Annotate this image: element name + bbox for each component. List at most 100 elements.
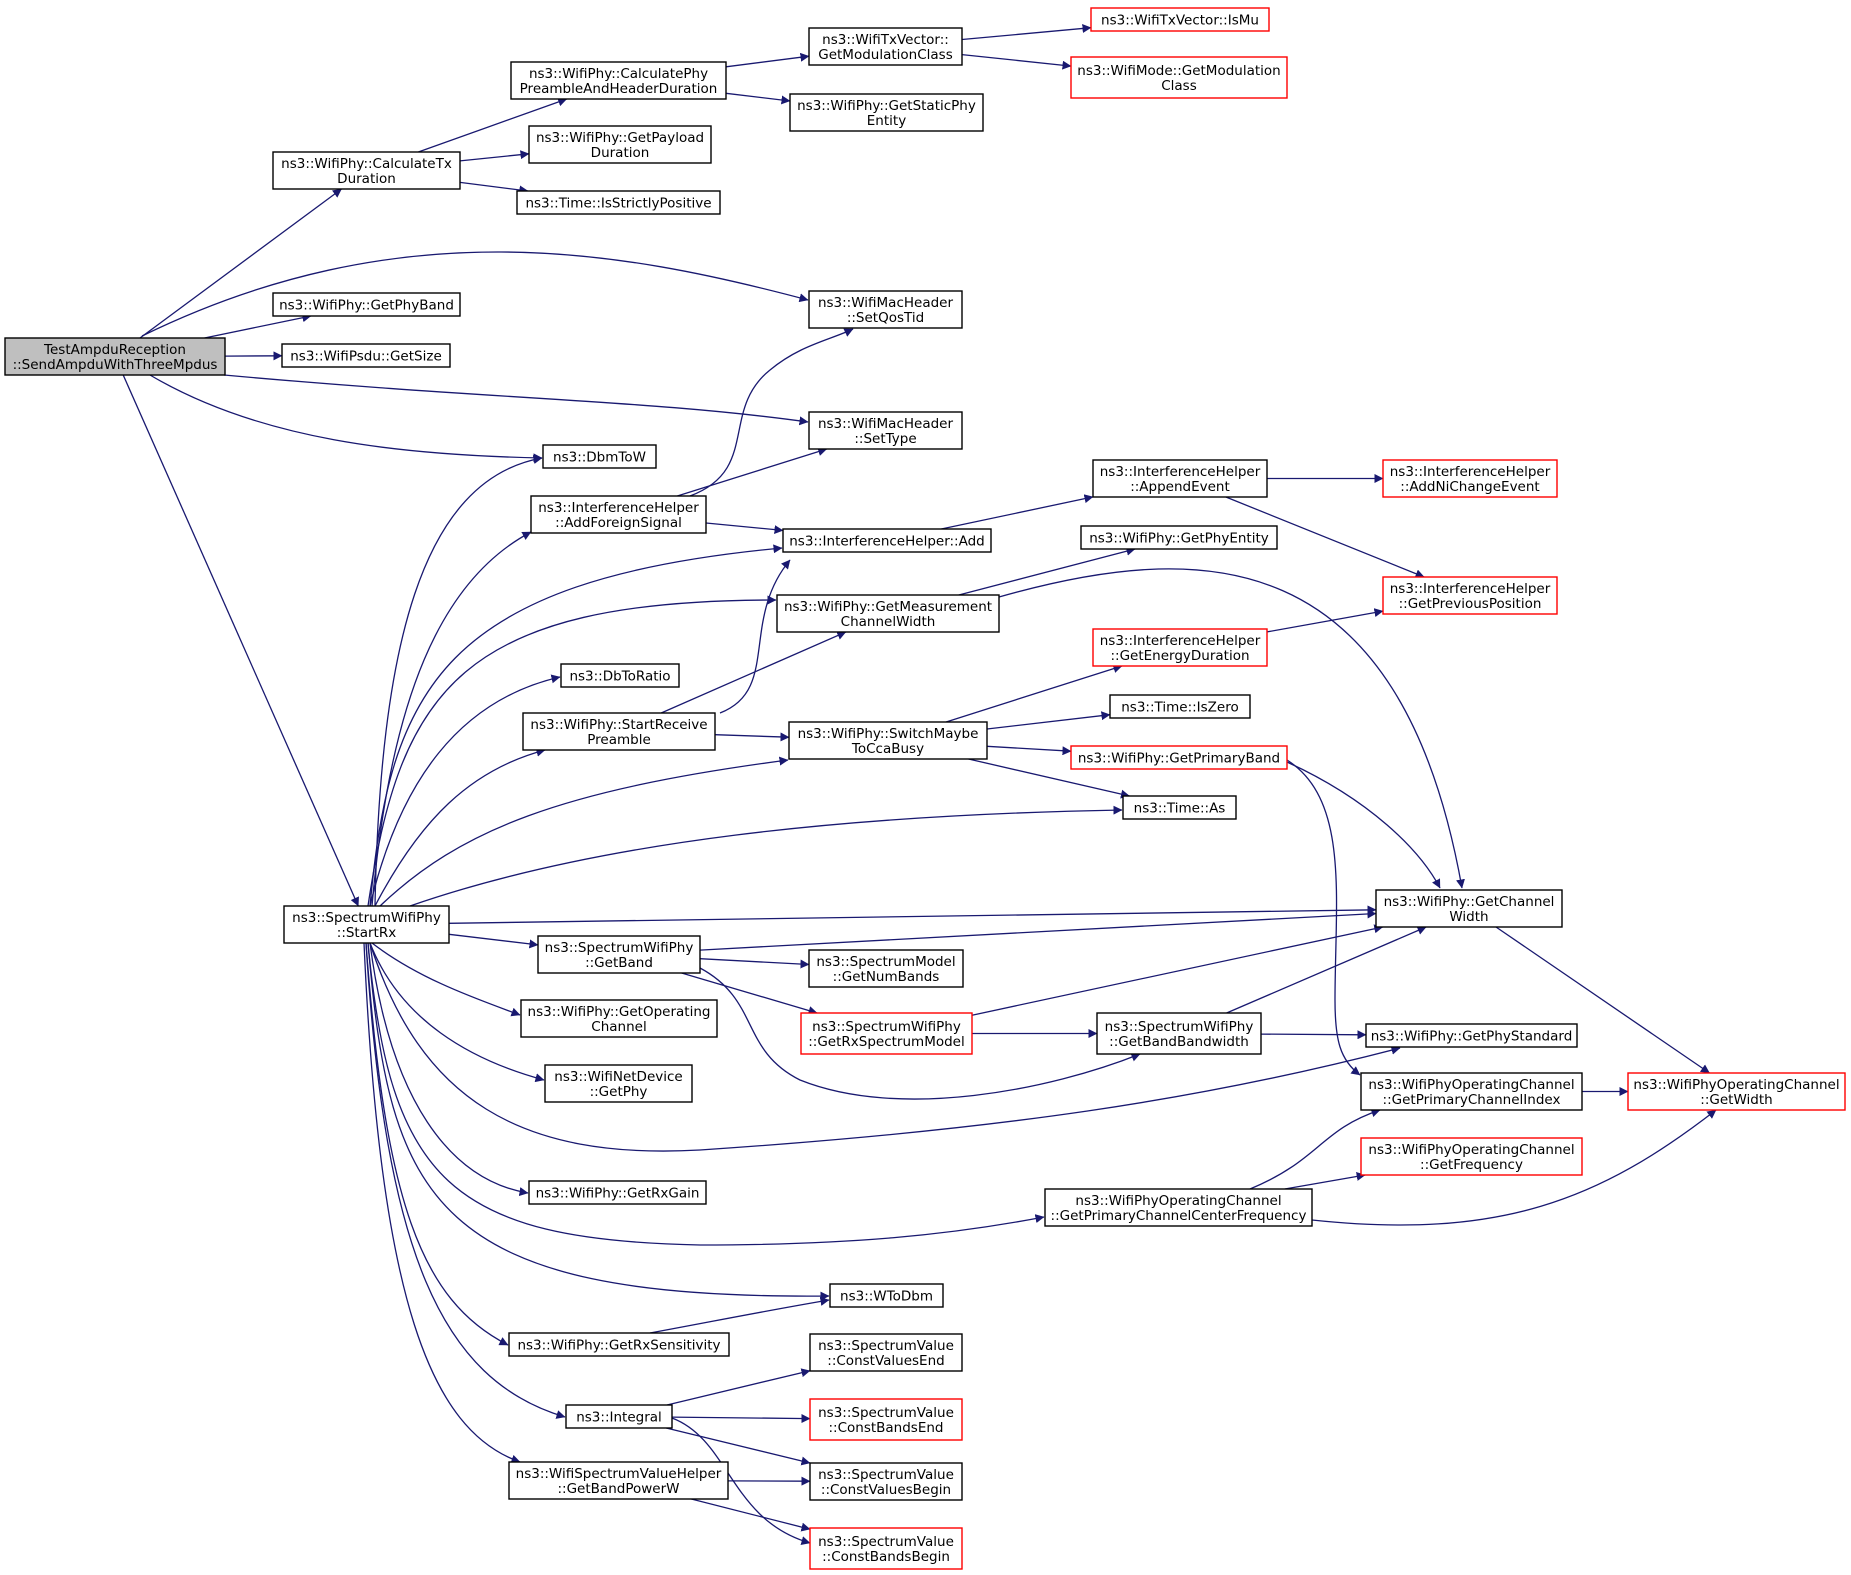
- node-box[interactable]: [808, 27, 963, 66]
- node-box[interactable]: [788, 721, 988, 760]
- node-box[interactable]: [1360, 1072, 1583, 1111]
- node-psduSize[interactable]: ns3::WifiPsdu::GetSize: [281, 343, 451, 368]
- node-netGetPhy[interactable]: ns3::WifiNetDevice::GetPhy: [544, 1064, 693, 1103]
- node-box[interactable]: [829, 1283, 944, 1308]
- node-getPrimIdx[interactable]: ns3::WifiPhyOperatingChannel::GetPrimary…: [1360, 1072, 1583, 1111]
- node-getPhyBand[interactable]: ns3::WifiPhy::GetPhyBand: [272, 292, 461, 317]
- node-box[interactable]: [1070, 745, 1288, 770]
- node-box[interactable]: [808, 290, 963, 329]
- node-box[interactable]: [522, 712, 716, 751]
- node-box[interactable]: [1382, 459, 1558, 498]
- node-getPrimCenter[interactable]: ns3::WifiPhyOperatingChannel::GetPrimary…: [1044, 1188, 1313, 1227]
- node-constValBegin[interactable]: ns3::SpectrumValue::ConstValuesBegin: [809, 1462, 963, 1501]
- node-root[interactable]: TestAmpduReception::SendAmpduWithThreeMp…: [4, 337, 226, 376]
- node-getRxSpec[interactable]: ns3::SpectrumWifiPhy::GetRxSpectrumModel: [800, 1012, 973, 1055]
- node-constValEnd[interactable]: ns3::SpectrumValue::ConstValuesEnd: [809, 1333, 963, 1372]
- node-spGetBand[interactable]: ns3::SpectrumWifiPhy::GetBand: [537, 935, 701, 974]
- node-box[interactable]: [544, 1064, 693, 1103]
- node-box[interactable]: [1627, 1072, 1846, 1111]
- node-modeGetMod[interactable]: ns3::WifiMode::GetModulationClass: [1070, 56, 1288, 99]
- node-dbmToW[interactable]: ns3::DbmToW: [542, 444, 657, 469]
- node-box[interactable]: [281, 343, 451, 368]
- node-box[interactable]: [1080, 525, 1278, 550]
- node-box[interactable]: [272, 292, 461, 317]
- node-box[interactable]: [808, 411, 963, 450]
- node-box[interactable]: [560, 663, 680, 688]
- node-wToDbm[interactable]: ns3::WToDbm: [829, 1283, 944, 1308]
- node-isMu[interactable]: ns3::WifiTxVector::IsMu: [1090, 7, 1270, 32]
- node-box[interactable]: [283, 905, 450, 944]
- node-addForeign[interactable]: ns3::InterferenceHelper::AddForeignSigna…: [530, 495, 707, 534]
- node-box[interactable]: [1365, 1023, 1578, 1048]
- node-box[interactable]: [537, 935, 701, 974]
- node-getEnergy[interactable]: ns3::InterferenceHelper::GetEnergyDurati…: [1092, 628, 1268, 667]
- node-box[interactable]: [4, 337, 226, 376]
- node-integral[interactable]: ns3::Integral: [565, 1404, 673, 1429]
- node-box[interactable]: [1109, 694, 1251, 719]
- node-box[interactable]: [1092, 628, 1268, 667]
- node-box[interactable]: [1382, 576, 1558, 615]
- node-box[interactable]: [808, 949, 964, 988]
- node-box[interactable]: [510, 61, 727, 100]
- node-constBandsBegin[interactable]: ns3::SpectrumValue::ConstBandsBegin: [809, 1527, 963, 1570]
- node-getBandPow[interactable]: ns3::WifiSpectrumValueHelper::GetBandPow…: [508, 1461, 729, 1500]
- node-box[interactable]: [1092, 459, 1268, 498]
- node-box[interactable]: [1096, 1012, 1262, 1055]
- node-box[interactable]: [528, 125, 712, 164]
- node-txvGetMod[interactable]: ns3::WifiTxVector::GetModulationClass: [808, 27, 963, 66]
- node-box[interactable]: [520, 999, 718, 1038]
- node-box[interactable]: [272, 151, 461, 190]
- node-box[interactable]: [809, 1462, 963, 1501]
- node-getNumBands[interactable]: ns3::SpectrumModel::GetNumBands: [808, 949, 964, 988]
- node-timeAs[interactable]: ns3::Time::As: [1122, 795, 1237, 820]
- node-getPhyStd[interactable]: ns3::WifiPhy::GetPhyStandard: [1365, 1023, 1578, 1048]
- node-box[interactable]: [776, 594, 1000, 633]
- node-dbToRatio[interactable]: ns3::DbToRatio: [560, 663, 680, 688]
- node-appendEv[interactable]: ns3::InterferenceHelper::AppendEvent: [1092, 459, 1268, 498]
- node-constBandsEnd[interactable]: ns3::SpectrumValue::ConstBandsEnd: [809, 1398, 963, 1441]
- node-opGetWidth[interactable]: ns3::WifiPhyOperatingChannel::GetWidth: [1627, 1072, 1846, 1111]
- node-isStrictly[interactable]: ns3::Time::IsStrictlyPositive: [516, 190, 721, 215]
- node-getRxGain[interactable]: ns3::WifiPhy::GetRxGain: [528, 1180, 707, 1205]
- node-box[interactable]: [508, 1332, 730, 1357]
- node-box[interactable]: [1360, 1137, 1583, 1176]
- node-isZero[interactable]: ns3::Time::IsZero: [1109, 694, 1251, 719]
- node-box[interactable]: [542, 444, 657, 469]
- node-box[interactable]: [809, 1333, 963, 1372]
- node-box[interactable]: [1375, 889, 1563, 928]
- node-getBandBw[interactable]: ns3::SpectrumWifiPhy::GetBandBandwidth: [1096, 1012, 1262, 1055]
- node-getPhyEnt[interactable]: ns3::WifiPhy::GetPhyEntity: [1080, 525, 1278, 550]
- node-box[interactable]: [508, 1461, 729, 1500]
- node-box[interactable]: [516, 190, 721, 215]
- node-opGetFreq[interactable]: ns3::WifiPhyOperatingChannel::GetFrequen…: [1360, 1137, 1583, 1176]
- node-box[interactable]: [1044, 1188, 1313, 1227]
- node-getRxSens[interactable]: ns3::WifiPhy::GetRxSensitivity: [508, 1332, 730, 1357]
- node-box[interactable]: [530, 495, 707, 534]
- node-getPrevPos[interactable]: ns3::InterferenceHelper::GetPreviousPosi…: [1382, 576, 1558, 615]
- node-setType[interactable]: ns3::WifiMacHeader::SetType: [808, 411, 963, 450]
- node-setQos[interactable]: ns3::WifiMacHeader::SetQosTid: [808, 290, 963, 329]
- node-box[interactable]: [782, 528, 992, 553]
- node-box[interactable]: [565, 1404, 673, 1429]
- node-calcPre[interactable]: ns3::WifiPhy::CalculatePhyPreambleAndHea…: [510, 61, 727, 100]
- node-box[interactable]: [1090, 7, 1270, 32]
- node-box[interactable]: [1122, 795, 1237, 820]
- node-addNi[interactable]: ns3::InterferenceHelper::AddNiChangeEven…: [1382, 459, 1558, 498]
- node-box[interactable]: [800, 1012, 973, 1055]
- node-box[interactable]: [1070, 56, 1288, 99]
- node-box[interactable]: [528, 1180, 707, 1205]
- node-getPrimBand[interactable]: ns3::WifiPhy::GetPrimaryBand: [1070, 745, 1288, 770]
- node-box[interactable]: [809, 1527, 963, 1570]
- node-ihAdd[interactable]: ns3::InterferenceHelper::Add: [782, 528, 992, 553]
- node-box[interactable]: [789, 93, 984, 132]
- node-startRx[interactable]: ns3::SpectrumWifiPhy::StartRx: [283, 905, 450, 944]
- node-box[interactable]: [809, 1398, 963, 1441]
